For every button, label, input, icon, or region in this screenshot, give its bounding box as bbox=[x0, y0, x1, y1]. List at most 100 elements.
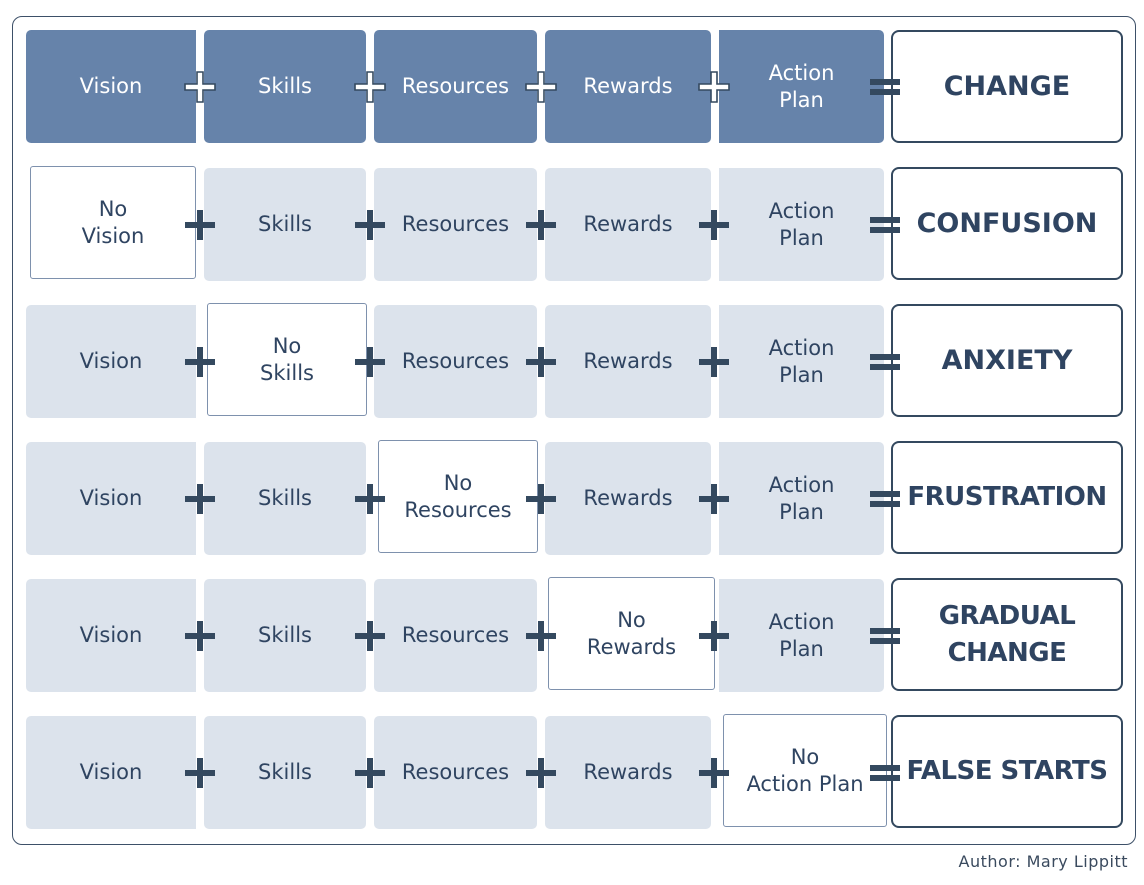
plus-icon bbox=[697, 756, 731, 790]
factor-cell: Vision bbox=[26, 579, 196, 692]
equals-icon bbox=[868, 619, 902, 653]
factor-cell: Resources bbox=[374, 305, 537, 418]
plus-icon bbox=[183, 345, 217, 379]
outcome-label: CONFUSION bbox=[916, 208, 1098, 239]
plus-icon bbox=[524, 756, 558, 790]
factor-label: Action Plan bbox=[768, 609, 835, 661]
factor-cell: Vision bbox=[26, 442, 196, 555]
factor-cell: Skills bbox=[204, 168, 366, 281]
factor-label: Rewards bbox=[583, 486, 673, 510]
factor-label: Skills bbox=[258, 212, 312, 236]
outcome-box: FALSE STARTS bbox=[891, 715, 1123, 828]
plus-icon bbox=[353, 70, 387, 104]
factor-cell: Action Plan bbox=[719, 305, 884, 418]
factor-cell: Resources bbox=[374, 716, 537, 829]
plus-icon bbox=[183, 70, 217, 104]
factor-label: No Vision bbox=[81, 196, 145, 248]
factor-cell: Skills bbox=[204, 30, 366, 143]
factor-label: Vision bbox=[79, 349, 143, 373]
outcome-box: CHANGE bbox=[891, 30, 1123, 143]
plus-icon bbox=[353, 482, 387, 516]
plus-icon bbox=[524, 619, 558, 653]
outcome-box: CONFUSION bbox=[891, 167, 1123, 280]
factor-cell: Vision bbox=[26, 716, 196, 829]
plus-icon bbox=[697, 345, 731, 379]
factor-label: Rewards bbox=[583, 212, 673, 236]
factor-label: Action Plan bbox=[768, 198, 835, 250]
plus-icon bbox=[353, 756, 387, 790]
equals-icon bbox=[868, 756, 902, 790]
factor-cell: Vision bbox=[26, 30, 196, 143]
factor-cell: No Skills bbox=[207, 303, 367, 416]
factor-label: Resources bbox=[401, 212, 510, 236]
outcome-label: GRADUAL CHANGE bbox=[938, 600, 1076, 668]
factor-label: Vision bbox=[79, 760, 143, 784]
plus-icon bbox=[183, 208, 217, 242]
factor-cell: Action Plan bbox=[719, 579, 884, 692]
factor-cell: Action Plan bbox=[719, 30, 884, 143]
factor-cell: Rewards bbox=[545, 168, 711, 281]
factor-label: Skills bbox=[258, 74, 312, 98]
factor-label: Rewards bbox=[583, 74, 673, 98]
factor-label: No Rewards bbox=[586, 607, 677, 659]
factor-cell: Skills bbox=[204, 716, 366, 829]
equals-icon bbox=[868, 345, 902, 379]
factor-label: No Skills bbox=[260, 333, 314, 385]
factor-cell: Resources bbox=[374, 30, 537, 143]
plus-icon bbox=[524, 482, 558, 516]
plus-icon bbox=[353, 208, 387, 242]
factor-cell: Rewards bbox=[545, 305, 711, 418]
outcome-label: FRUSTRATION bbox=[907, 482, 1107, 512]
equals-icon bbox=[868, 482, 902, 516]
outcome-box: FRUSTRATION bbox=[891, 441, 1123, 554]
factor-cell: Skills bbox=[204, 442, 366, 555]
factor-cell: Action Plan bbox=[719, 442, 884, 555]
factor-label: Resources bbox=[401, 760, 510, 784]
factor-label: Action Plan bbox=[768, 60, 835, 112]
factor-cell: Resources bbox=[374, 579, 537, 692]
plus-icon bbox=[524, 345, 558, 379]
factor-label: Action Plan bbox=[768, 472, 835, 524]
plus-icon bbox=[524, 208, 558, 242]
factor-label: Rewards bbox=[583, 349, 673, 373]
plus-icon bbox=[353, 619, 387, 653]
plus-icon bbox=[524, 70, 558, 104]
factor-label: No Action Plan bbox=[746, 744, 864, 796]
factor-label: Resources bbox=[401, 74, 510, 98]
outcome-label: ANXIETY bbox=[941, 345, 1073, 376]
factor-cell: No Rewards bbox=[548, 577, 715, 690]
factor-label: Rewards bbox=[583, 760, 673, 784]
outcome-box: ANXIETY bbox=[891, 304, 1123, 417]
factor-cell: Rewards bbox=[545, 716, 711, 829]
factor-label: Resources bbox=[401, 623, 510, 647]
equals-icon bbox=[868, 70, 902, 104]
author-credit: Author: Mary Lippitt bbox=[958, 852, 1128, 871]
plus-icon bbox=[353, 345, 387, 379]
factor-label: Resources bbox=[401, 349, 510, 373]
plus-icon bbox=[183, 482, 217, 516]
plus-icon bbox=[697, 208, 731, 242]
factor-cell: No Action Plan bbox=[723, 714, 887, 827]
factor-cell: Rewards bbox=[545, 30, 711, 143]
outcome-label: FALSE STARTS bbox=[906, 756, 1108, 786]
factor-cell: Rewards bbox=[545, 442, 711, 555]
factor-cell: Vision bbox=[26, 305, 196, 418]
factor-cell: Action Plan bbox=[719, 168, 884, 281]
factor-label: Vision bbox=[79, 74, 143, 98]
factor-cell: No Vision bbox=[30, 166, 196, 279]
factor-label: Skills bbox=[258, 486, 312, 510]
equals-icon bbox=[868, 208, 902, 242]
factor-cell: No Resources bbox=[378, 440, 538, 553]
outcome-box: GRADUAL CHANGE bbox=[891, 578, 1123, 691]
diagram-frame bbox=[12, 16, 1136, 845]
factor-label: Vision bbox=[79, 486, 143, 510]
plus-icon bbox=[697, 482, 731, 516]
factor-label: Action Plan bbox=[768, 335, 835, 387]
factor-label: No Resources bbox=[404, 470, 512, 522]
plus-icon bbox=[697, 70, 731, 104]
plus-icon bbox=[183, 619, 217, 653]
outcome-label: CHANGE bbox=[943, 71, 1071, 102]
factor-cell: Skills bbox=[204, 579, 366, 692]
plus-icon bbox=[183, 756, 217, 790]
plus-icon bbox=[697, 619, 731, 653]
